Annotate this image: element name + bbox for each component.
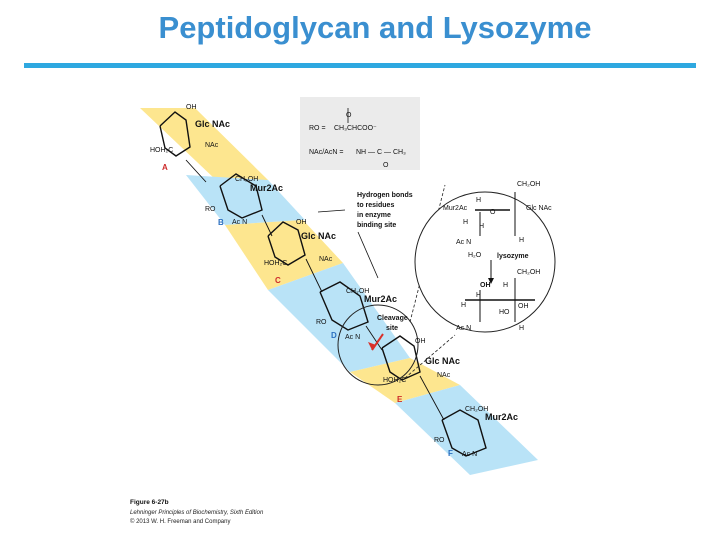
residue-f: CH₂OH Mur2Ac RO Ac N F	[434, 406, 518, 458]
enzyme-label: lysozyme	[497, 253, 529, 260]
nac-label: Ac N	[232, 219, 247, 226]
residue-bands	[140, 108, 538, 475]
sugar-label: Mur2Ac	[485, 412, 518, 422]
hydrogen-bond-annotation: Hydrogen bonds to residues in enzyme bin…	[317, 192, 413, 279]
band-f	[395, 385, 538, 475]
cleavage-line-1: Cleavage	[377, 315, 408, 322]
oh-label: OH	[296, 219, 307, 226]
residue-letter-e: E	[397, 395, 403, 404]
nac-label: NAc	[437, 372, 451, 379]
top-h3: H	[479, 223, 484, 230]
ch2-label: HOH₂C	[383, 377, 406, 384]
figure-caption: Figure 6-27b Lehninger Principles of Bio…	[130, 499, 264, 525]
cleavage-zoom-circle	[337, 304, 419, 386]
top-o: O	[490, 209, 496, 216]
top-glc: Glc NAc	[526, 205, 552, 212]
legend-nac-rhs: NH — C — CH₃	[356, 149, 406, 156]
bottom-ho: HO	[499, 309, 510, 316]
ro-label: RO	[434, 437, 445, 444]
top-mur: Mur2Ac	[443, 205, 468, 212]
title-underline	[24, 63, 696, 68]
band-b2	[186, 175, 303, 225]
hbond-line-3: in enzyme	[357, 212, 391, 219]
nac-label: Ac N	[462, 451, 477, 458]
residue-b: CH₂OH Mur2Ac RO Ac N B	[205, 176, 283, 227]
nac-label: NAc	[205, 142, 219, 149]
nac-label: NAc	[319, 256, 333, 263]
caption-figure: Figure 6-27b	[130, 499, 169, 506]
ro-label: RO	[205, 206, 216, 213]
ring-b	[219, 173, 263, 219]
sugar-label: Glc NAc	[195, 119, 230, 129]
slide-title: Peptidoglycan and Lysozyme	[158, 10, 592, 45]
water-label: H₂O	[468, 252, 482, 259]
bottom-h3: H	[461, 302, 466, 309]
ring-c	[267, 221, 306, 266]
sugar-label: Mur2Ac	[364, 294, 397, 304]
band-e	[350, 358, 460, 403]
cleavage-site-annotation: Cleavage site	[337, 184, 456, 386]
substituent-legend: RO = CH₃CHCOO⁻ O NAc/AcN = NH — C — CH₃ …	[300, 97, 420, 170]
residue-a: OH Glc NAc HOH₂C NAc A	[150, 104, 230, 172]
residue-d: CH₂OH Mur2Ac RO Ac N OH D	[316, 288, 426, 345]
top-ch2oh: CH₂OH	[517, 181, 540, 188]
nac-label: Ac N	[345, 334, 360, 341]
hbond-line-2: to residues	[357, 202, 394, 209]
ch2-label: CH₂OH	[346, 288, 369, 295]
top-h1: H	[476, 197, 481, 204]
ring-e	[381, 335, 421, 381]
top-acn: Ac N	[456, 239, 471, 246]
ch2-label: CH₂OH	[465, 406, 488, 413]
residue-letter-d: D	[331, 331, 337, 340]
mechanism-circle	[414, 191, 556, 333]
legend-o: O	[346, 112, 352, 119]
band-a	[140, 108, 268, 180]
bottom-oh-red: OH	[480, 282, 491, 289]
residue-e: Glc NAc HOH₂C NAc E	[383, 356, 460, 404]
band-c	[225, 220, 343, 290]
sugar-label: Glc NAc	[425, 356, 460, 366]
bottom-oh: OH	[518, 303, 529, 310]
top-h2: H	[463, 219, 468, 226]
hbond-line-1: Hydrogen bonds	[357, 192, 413, 199]
sugar-label: Glc NAc	[301, 231, 336, 241]
caption-copyright: © 2013 W. H. Freeman and Company	[130, 518, 230, 525]
legend-nac-lhs: NAc/AcN =	[309, 149, 343, 156]
ring-skeletons	[159, 111, 487, 457]
residue-letter-f: F	[448, 449, 453, 458]
bottom-h4: H	[519, 325, 524, 332]
residue-letter-c: C	[275, 276, 281, 285]
ch2-label: HOH₂C	[264, 260, 287, 267]
hbond-line-4: binding site	[357, 222, 396, 229]
oh-label: OH	[415, 338, 426, 345]
ch2-label: HOH₂C	[150, 147, 173, 154]
legend-ro-lhs: RO =	[309, 125, 326, 132]
top-h4: H	[519, 237, 524, 244]
bottom-acn: Ac N	[456, 325, 471, 332]
legend-ro-rhs: CH₃CHCOO⁻	[334, 125, 377, 132]
legend-o2: O	[383, 162, 389, 169]
cleavage-line-2: site	[386, 325, 398, 332]
caption-book: Lehninger Principles of Biochemistry, Si…	[130, 510, 264, 516]
sugar-label: Mur2Ac	[250, 183, 283, 193]
bottom-ch2oh: CH₂OH	[517, 269, 540, 276]
oh-label: OH	[186, 104, 197, 111]
lysozyme-mechanism: CH₂OH Mur2Ac Glc NAc H H H O Ac N H H₂O …	[414, 181, 556, 333]
residue-letter-b: B	[218, 218, 224, 227]
bottom-h1: H	[476, 292, 481, 299]
ring-a	[159, 111, 191, 157]
ch2-label: CH₂OH	[235, 176, 258, 183]
ring-f	[441, 409, 487, 457]
bottom-h2: H	[503, 282, 508, 289]
ring-d	[319, 281, 369, 331]
ro-label: RO	[316, 319, 327, 326]
residue-letter-a: A	[162, 163, 168, 172]
residue-c: OH Glc NAc HOH₂C NAc C	[264, 219, 336, 285]
